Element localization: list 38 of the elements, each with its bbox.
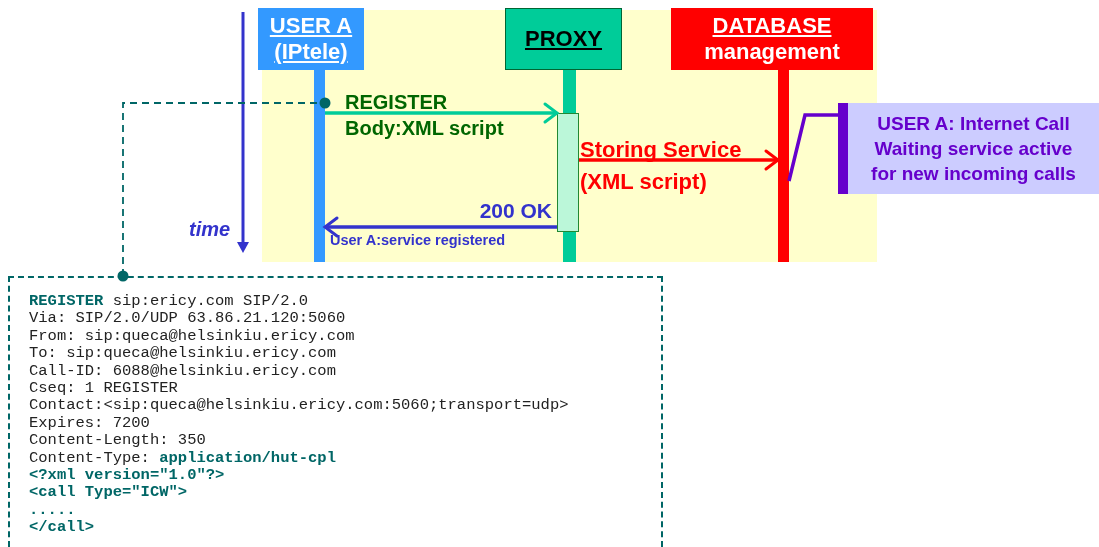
participant-label: USER A (IPtele) (268, 13, 354, 65)
participant-box (505, 8, 622, 70)
code-line: From: sip:queca@helsinkiu.ericy.com (29, 327, 355, 346)
code-line: Contact:<sip:queca@helsinkiu.ericy.com:5060;transport=udp> (29, 397, 569, 415)
edge-label: Storing Service (XML script) (580, 136, 743, 196)
code-line: Call-ID: 6088@helsinkiu.ericy.com (29, 362, 336, 381)
axis-label: time (189, 218, 231, 241)
activation-bar (557, 113, 579, 232)
lifeline (314, 70, 325, 262)
code-line: <?xml version="1.0"?> (29, 467, 225, 485)
code-line: Cseq: 1 REGISTER (29, 380, 178, 398)
code-line: REGISTER sip:ericy.com SIP/2.0 (29, 293, 309, 311)
edge-label: REGISTER Body:XML script (345, 90, 505, 141)
lifeline (563, 70, 576, 113)
code-line: </call> (29, 519, 95, 537)
message-arrow (579, 149, 780, 171)
code-line: <call Type="ICW"> (29, 484, 188, 502)
participant-label: management (704, 39, 840, 65)
participant-box (258, 8, 364, 70)
code-line: To: sip:queca@helsinkiu.ericy.com (29, 345, 336, 363)
message-arrow (325, 102, 559, 124)
code-line: Content-Length: 350 (29, 432, 206, 450)
participant-label: PROXY (525, 26, 602, 52)
code-line: Via: SIP/2.0/UDP 63.86.21.120:5060 (29, 310, 346, 328)
code-line: Expires: 7200 (29, 414, 150, 433)
note-text: USER A: Internet Call Waiting service active for new incoming calls (870, 112, 1077, 186)
edge-label: 200 OK (478, 199, 552, 223)
leader-line (787, 113, 838, 182)
participant-box (671, 8, 873, 70)
code-line: ..... (29, 501, 76, 520)
participant-label: DATABASE (712, 13, 832, 39)
message-arrow (323, 216, 557, 238)
code-box (8, 276, 663, 547)
note-box (838, 103, 1099, 194)
lifeline (778, 70, 789, 262)
code-line: Content-Type: application/hut-cpl (29, 449, 336, 468)
leader-line (117, 97, 331, 282)
message-note: User A:service registered (330, 232, 506, 248)
